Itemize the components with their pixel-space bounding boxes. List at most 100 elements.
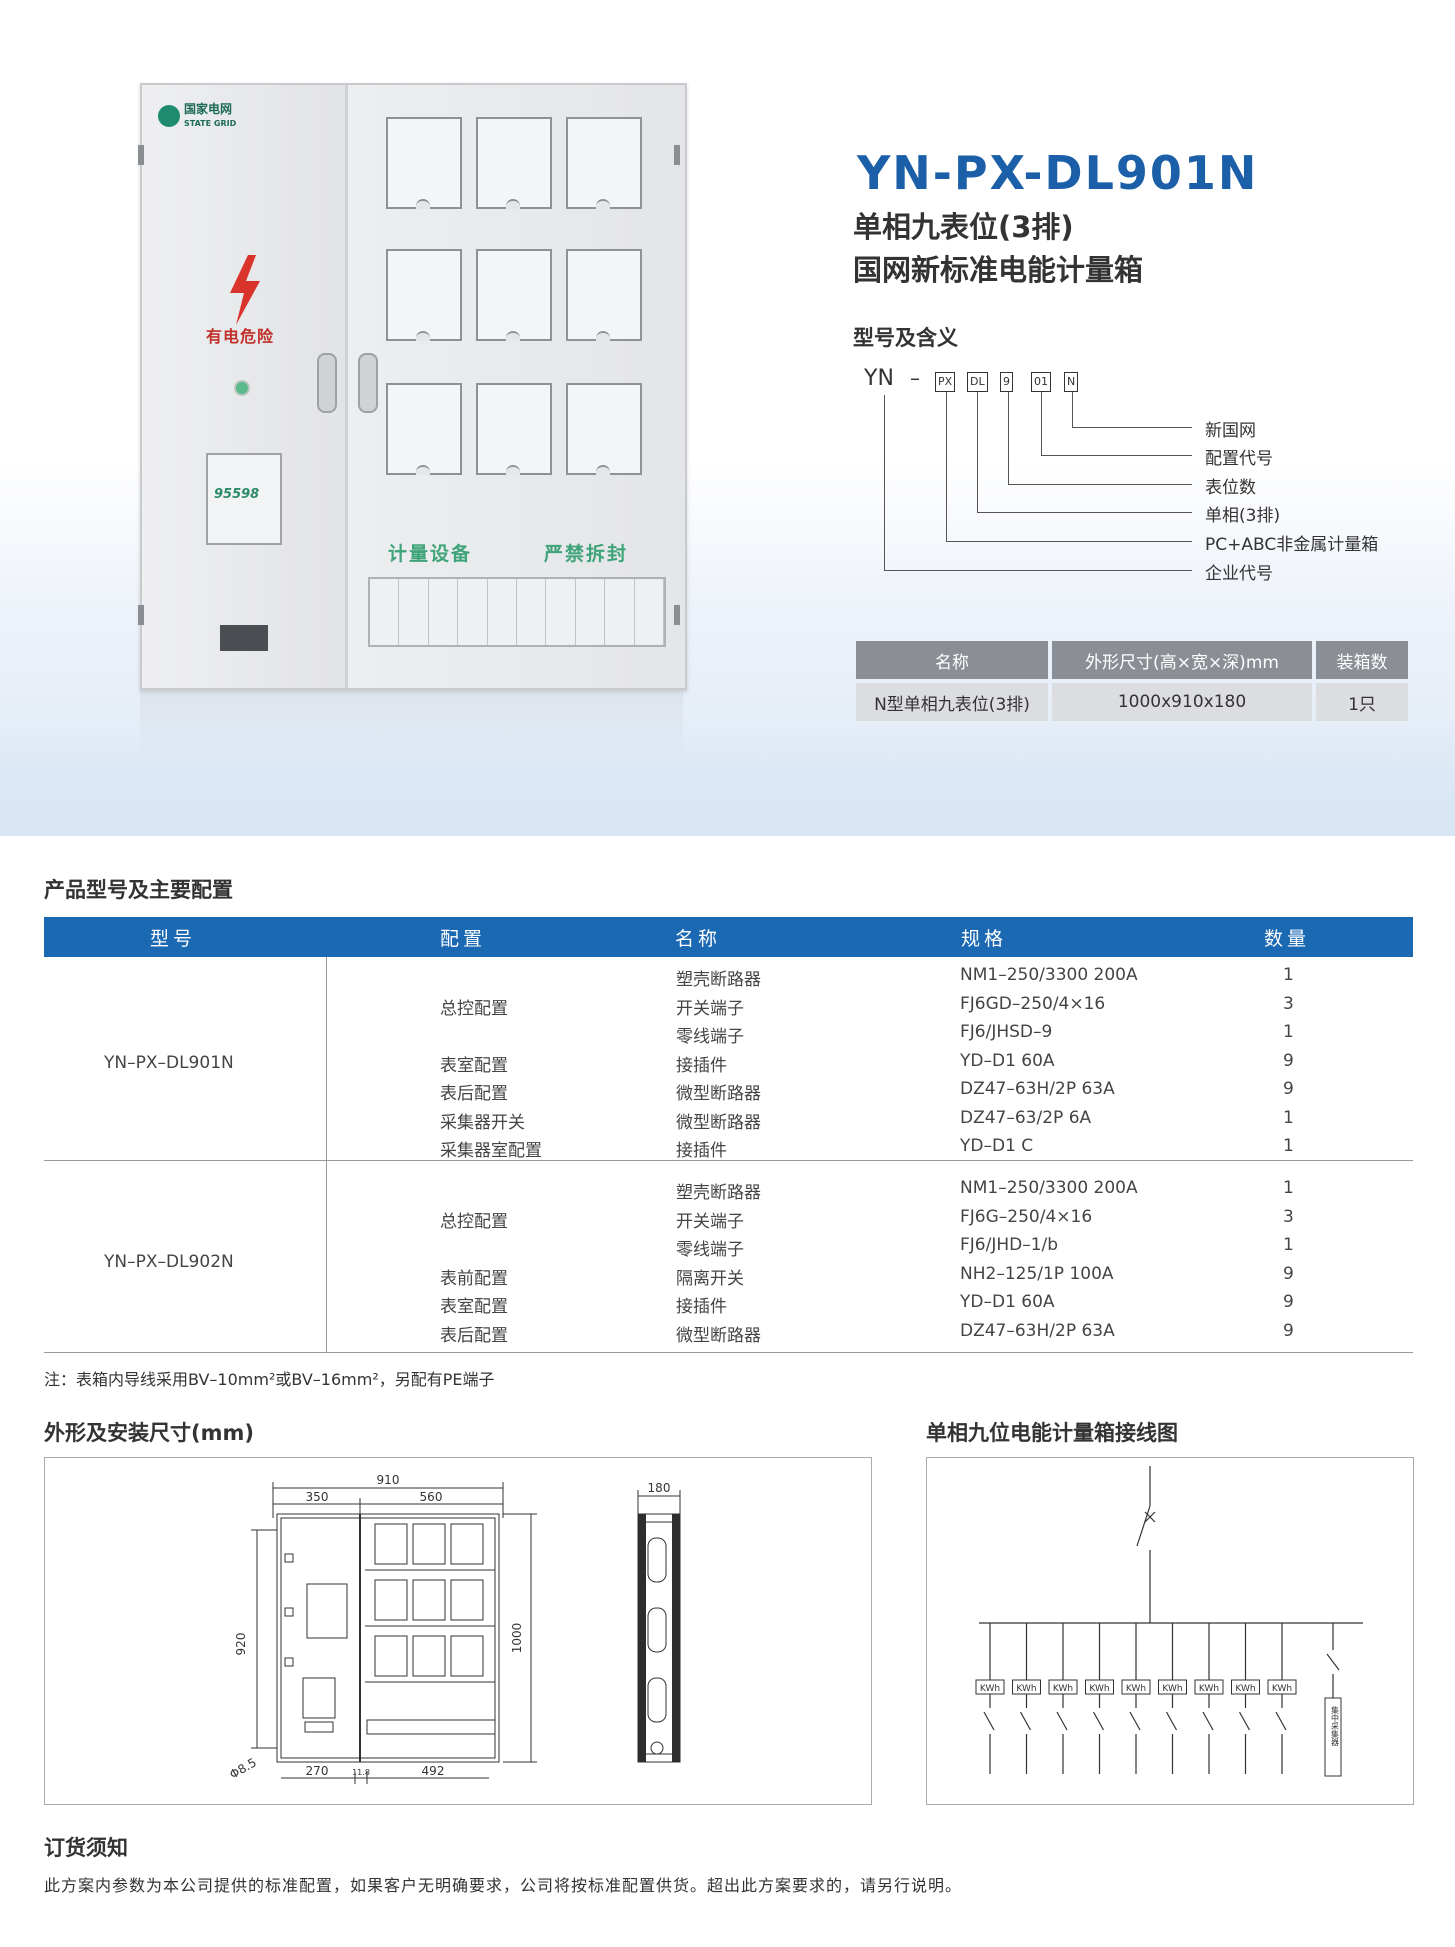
code-part: N [1064, 372, 1079, 392]
config-cell-spec: NM1–250/3300 200A [960, 1178, 1138, 1198]
order-text: 此方案内参数为本公司提供的标准配置，如果客户无明确要求，公司将按标准配置供货。超… [44, 1876, 963, 1895]
spec-cell: N型单相九表位(3排) [856, 683, 1048, 721]
config-cell-qty: 1 [1283, 1022, 1294, 1042]
meaning-connector [1008, 392, 1009, 484]
dim-180: 180 [648, 1481, 671, 1495]
config-cell-qty: 9 [1283, 1320, 1294, 1341]
meter-window [566, 383, 642, 475]
hinge [674, 145, 680, 165]
collector-branch [1326, 1623, 1340, 1698]
hotline-number: 95598 [214, 487, 260, 502]
hinge [138, 145, 144, 165]
config-cell-spec: YD–D1 60A [960, 1050, 1055, 1071]
cabinet-reflection [140, 690, 683, 760]
kwh-label: KWh [980, 1684, 1000, 1694]
meter-window [476, 249, 552, 341]
meaning-label: 单相(3排) [1205, 506, 1281, 526]
config-divider [44, 1352, 1413, 1353]
logo-cn: 国家电网 [184, 102, 233, 116]
config-cell-spec: FJ6G–250/4×16 [960, 1206, 1093, 1227]
code-part: DL [967, 372, 988, 392]
cabinet-label-meter: 计量设备 [388, 543, 473, 565]
kwh-meter: KWh [1121, 1623, 1151, 1774]
code-prefix: YN [864, 366, 894, 391]
config-cell-spec: YD–D1 C [960, 1136, 1034, 1156]
meaning-connector [1008, 484, 1192, 485]
kwh-meter: KWh [1194, 1623, 1224, 1774]
config-cell-qty: 9 [1283, 1079, 1294, 1099]
dim-11: 11.8 [352, 1768, 370, 1777]
config-cell-config: 总控配置 [440, 1211, 508, 1232]
spec-header-row: 名称 外形尺寸(高×宽×深)mm 装箱数 [856, 641, 1408, 679]
code-part: 01 [1031, 372, 1051, 392]
config-cell-config: 表前配置 [440, 1268, 508, 1289]
config-cell-qty: 1 [1283, 1235, 1294, 1255]
spec-header: 外形尺寸(高×宽×深)mm [1052, 641, 1312, 679]
dimension-drawing: 910 350 560 180 920 1000 270 11.8 492 Φ8… [227, 1473, 681, 1784]
config-cell-config: 总控配置 [440, 998, 508, 1019]
kwh-meter: KWh [1267, 1623, 1297, 1774]
config-cell-config: 表后配置 [440, 1325, 508, 1346]
config-cell-name: 隔离开关 [676, 1268, 744, 1289]
config-cell-name: 开关端子 [676, 998, 744, 1019]
meter-window [476, 117, 552, 209]
code-dash: – [910, 366, 920, 390]
kwh-label: KWh [1162, 1684, 1182, 1694]
door-handle-right [358, 353, 378, 413]
kwh-label: KWh [1016, 1684, 1036, 1694]
dim-1000: 1000 [510, 1623, 524, 1654]
dim-270: 270 [306, 1764, 329, 1778]
kwh-label: KWh [1089, 1684, 1109, 1694]
config-divider [326, 957, 327, 1353]
config-cell-name: 塑壳断路器 [676, 1183, 761, 1203]
config-cell-qty: 1 [1283, 1178, 1294, 1198]
meaning-connector [977, 512, 1192, 513]
meaning-connector [1072, 392, 1073, 427]
kwh-label: KWh [1235, 1684, 1255, 1694]
dim-492: 492 [422, 1764, 445, 1778]
config-cell-name: 零线端子 [676, 1240, 744, 1260]
dimension-drawing-box: 910 350 560 180 920 1000 270 11.8 492 Φ8… [44, 1457, 872, 1805]
kwh-meter: KWh [1012, 1623, 1041, 1774]
config-note: 注：表箱内导线采用BV–10mm²或BV–16mm²，另配有PE端子 [44, 1370, 495, 1389]
indicator-lamp [234, 380, 250, 396]
spec-cell: 1只 [1316, 683, 1408, 721]
config-model: YN–PX–DL902N [104, 1251, 234, 1272]
config-cell-qty: 1 [1283, 1107, 1294, 1128]
config-cell-config: 采集器室配置 [440, 1141, 542, 1161]
config-cell-config: 表室配置 [440, 1297, 508, 1317]
config-cell-name: 开关端子 [676, 1211, 744, 1232]
code-part: 9 [1000, 372, 1013, 392]
dimensions-title: 外形及安装尺寸(mm) [44, 1421, 254, 1445]
product-subtitle-2: 国网新标准电能计量箱 [853, 253, 1144, 287]
order-title: 订货须知 [44, 1836, 128, 1860]
model-meaning-title: 型号及含义 [853, 326, 958, 350]
kwh-label: KWh [1272, 1684, 1292, 1694]
config-cell-name: 接插件 [676, 1297, 727, 1317]
config-cell-spec: NH2–125/1P 100A [960, 1263, 1114, 1284]
kwh-label: KWh [1053, 1684, 1073, 1694]
config-cell-name: 微型断路器 [676, 1084, 761, 1104]
kwh-meter: KWh [1048, 1623, 1078, 1774]
hinge [138, 605, 144, 625]
breaker-window [368, 577, 666, 647]
meter-window [476, 383, 552, 475]
config-cell-name: 微型断路器 [676, 1325, 761, 1346]
config-cell-qty: 3 [1283, 993, 1294, 1014]
kwh-meter: KWh [1158, 1623, 1187, 1774]
logo-en: STATE GRID [184, 119, 237, 128]
config-cell-spec: DZ47–63H/2P 63A [960, 1320, 1115, 1341]
config-header: 配置 [440, 928, 487, 950]
nameplate [220, 625, 268, 651]
spec-header: 名称 [856, 641, 1048, 679]
config-cell-name: 微型断路器 [676, 1112, 761, 1133]
product-model-title: YN-PX-DL901N [857, 146, 1259, 200]
config-cell-spec: NM1–250/3300 200A [960, 965, 1138, 985]
meaning-connector [884, 570, 1192, 571]
config-cell-name: 接插件 [676, 1141, 727, 1161]
kwh-label: KWh [1126, 1684, 1146, 1694]
meter-window [566, 117, 642, 209]
meaning-connector [1041, 455, 1192, 456]
